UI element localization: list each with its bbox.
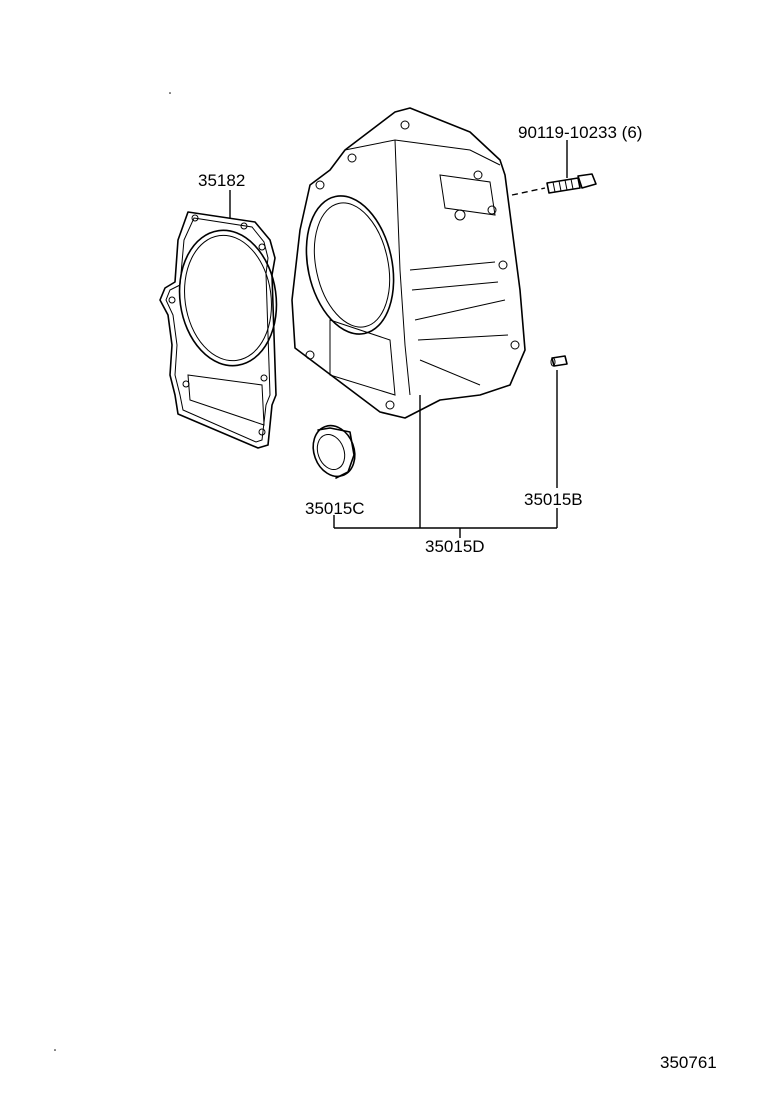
oil-seal-part: [312, 424, 356, 479]
pin-callout: 35015B: [524, 490, 583, 509]
oil-seal-callout: 35015C: [305, 499, 365, 518]
leader-lines: [229, 140, 568, 538]
housing-assembly-callout: 35015D: [425, 537, 485, 556]
bolt-part: [511, 173, 597, 196]
figure-id: 350761: [660, 1053, 717, 1072]
pin-part: [550, 355, 568, 367]
stray-dot: [54, 1049, 56, 1051]
stray-dot: [169, 92, 171, 94]
gasket-part: [159, 211, 278, 449]
gasket-callout: 35182: [198, 171, 245, 190]
bolt-callout: 90119-10233 (6): [518, 123, 642, 142]
housing-part: [291, 107, 526, 419]
